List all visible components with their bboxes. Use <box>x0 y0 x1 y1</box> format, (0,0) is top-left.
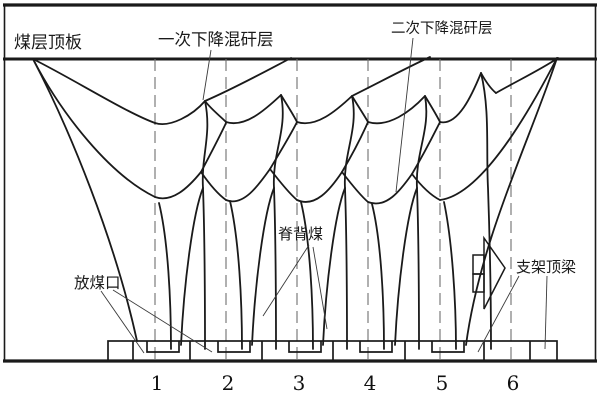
first-gangue-label: 一次下降混矸层 <box>158 30 274 49</box>
support-number-4: 4 <box>364 371 377 395</box>
funnel-wall-2 <box>229 200 243 350</box>
roof-shingle-2 <box>351 56 431 97</box>
opening-tray-3 <box>288 341 322 353</box>
gangue1-leaf-2 <box>225 94 282 125</box>
support-number-6: 6 <box>507 371 520 395</box>
support-guide-lines <box>154 59 512 361</box>
gangue1-leaf-4 <box>367 95 426 125</box>
support-number-row: 1 2 3 4 5 6 <box>151 371 520 395</box>
roof-shingle-1 <box>204 57 292 102</box>
row-link-4 <box>341 121 369 173</box>
ridge-flank-5 <box>394 187 418 346</box>
gangue1-leaf-5 <box>439 72 482 123</box>
ridge-spine-6 <box>480 72 492 350</box>
support-number-3: 3 <box>293 371 306 395</box>
leader-opening-b <box>112 289 213 353</box>
roof-label: 煤层顶板 <box>14 33 82 53</box>
leader-ridge-coal-a <box>262 244 310 317</box>
support-beam-label: 支架顶梁 <box>516 258 576 276</box>
right-fan-wall <box>465 57 558 346</box>
opening-tray-4 <box>359 341 393 353</box>
arrow-head <box>483 235 506 310</box>
ridge-spine-3 <box>272 94 284 350</box>
left-fan-middle <box>32 58 156 198</box>
draw-body-boundaries <box>32 56 559 350</box>
ridge-spine-5 <box>416 95 428 350</box>
ridge-flank-2 <box>180 187 204 346</box>
leader-second-gangue <box>395 37 414 193</box>
gangue2-leaf-4 <box>367 173 413 205</box>
leader-ridge-coal-b <box>312 246 328 330</box>
leader-opening-a <box>100 290 145 354</box>
gangue1-leaf-3 <box>296 95 353 125</box>
ridge-coal-label: 脊背煤 <box>278 225 323 243</box>
funnel-wall-3 <box>300 201 314 350</box>
frame <box>3 3 597 363</box>
drawing-opening-label: 放煤口 <box>74 274 121 292</box>
gangue2-leaf-2 <box>225 168 271 203</box>
leader-first-gangue <box>202 49 212 101</box>
support-band <box>107 340 558 362</box>
gangue2-drop-2 <box>269 168 298 201</box>
leader-beam-a <box>477 275 520 353</box>
funnel-wall-5 <box>443 201 457 350</box>
opening-tray-5 <box>431 341 465 353</box>
gangue2-leaf-1 <box>154 171 202 200</box>
funnel-wall-4 <box>371 203 385 350</box>
gangue2-drop-4 <box>411 173 441 201</box>
gangue1-rise-to-face <box>495 57 559 94</box>
gangue1-drop-3 <box>351 95 369 123</box>
row-link-5 <box>411 121 441 175</box>
second-gangue-label: 二次下降混矸层 <box>391 20 493 37</box>
support-number-1: 1 <box>151 371 164 395</box>
gangue2-leaf-3 <box>296 171 343 203</box>
left-fan-upper <box>32 58 156 124</box>
left-fan-wall <box>32 58 138 342</box>
leader-lines <box>100 37 548 354</box>
support-number-2: 2 <box>222 371 235 395</box>
gangue1-drop-2 <box>280 94 298 123</box>
row-link-3 <box>269 121 298 170</box>
leader-beam-b <box>544 275 548 350</box>
ridge-flank-4 <box>322 187 346 346</box>
ridge-flank-3 <box>251 187 275 346</box>
funnel-wall-1 <box>158 202 172 350</box>
gangue2-drop-1 <box>200 171 227 201</box>
gangue2-rise-to-face <box>439 57 558 201</box>
ridge-spine-4 <box>343 95 355 350</box>
gangue1-leaf-1 <box>154 100 206 125</box>
gangue1-drop-1 <box>204 100 227 123</box>
opening-tray-2 <box>217 341 251 353</box>
support-number-5: 5 <box>436 371 449 395</box>
opening-tray-1 <box>146 341 180 353</box>
advance-arrow-icon <box>472 235 506 310</box>
ridge-spine-2 <box>201 100 209 350</box>
gangue1-drop-4 <box>424 95 441 123</box>
